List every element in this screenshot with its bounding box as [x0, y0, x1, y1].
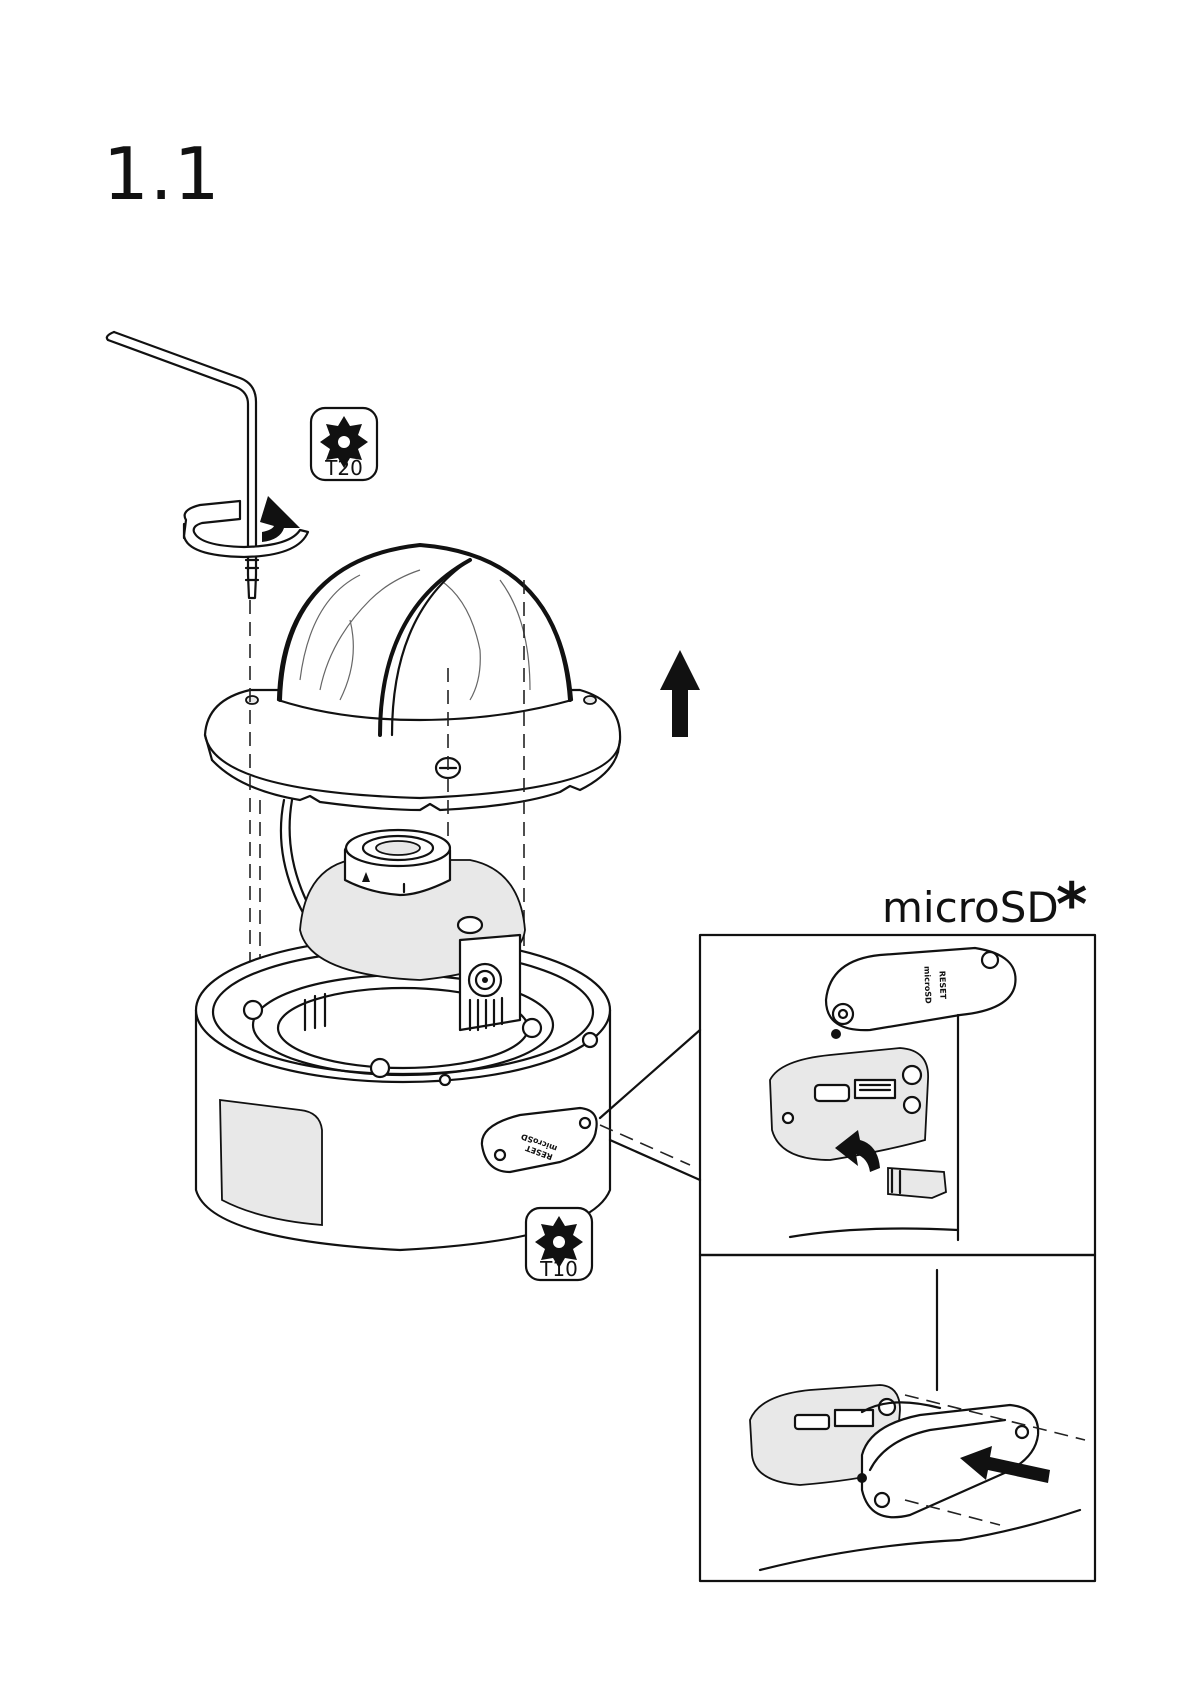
torx-t10-badge: T10	[526, 1208, 592, 1281]
torx-t20-label: T20	[324, 456, 363, 480]
detail-cover-text-microsd: microSD	[922, 966, 932, 1004]
detail-cover-text-reset: RESET	[938, 971, 948, 1000]
camera-base	[196, 938, 610, 1250]
torx-wrench-icon	[107, 332, 258, 598]
lift-arrow-icon	[660, 650, 700, 737]
microsd-detail-panel: microSD * microSD RESET	[700, 870, 1095, 1581]
microsd-label: microSD	[882, 883, 1059, 932]
torx-t10-label: T10	[539, 1257, 578, 1281]
rotate-counterclockwise-icon	[184, 496, 308, 557]
microsd-card-icon	[888, 1168, 946, 1198]
footnote-asterisk: *	[1056, 870, 1087, 940]
dome-cover	[205, 545, 620, 810]
torx-t20-badge: T20	[311, 408, 377, 480]
